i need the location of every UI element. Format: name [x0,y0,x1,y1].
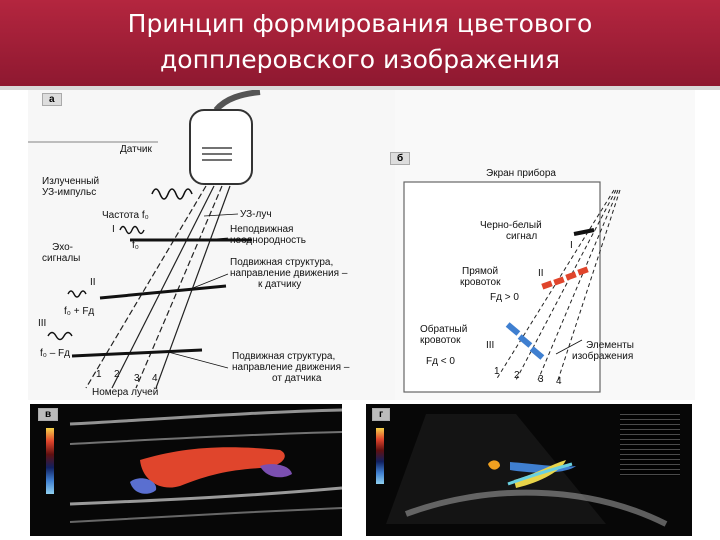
away-flow-seg-2 [517,334,533,348]
label-reverse-2: кровоток [420,335,461,346]
label-static-2: неоднородность [230,235,306,246]
label-b-beam-3: 3 [538,374,544,385]
label-away-3: от датчика [272,373,322,384]
toward-flow-seg-3 [565,271,577,281]
label-away-2: направление движения – [232,362,350,373]
title-line-1: Принцип формирования цветового [127,9,593,38]
moving-structure-toward [99,284,227,300]
beam-line-4 [155,185,231,389]
sensor-cable [213,90,261,113]
moving-structure-away [71,348,203,358]
label-beam-4: 4 [152,373,158,384]
label-emitted-2: УЗ-импульс [42,187,97,198]
label-b-beam-4: 4 [556,376,562,387]
toward-flow-seg-1 [541,280,553,290]
vessel-orange-flow [488,460,500,470]
label-b-roman-1: I [570,240,573,251]
label-beam-1: 1 [96,369,102,380]
label-fd-negative: Fд < 0 [426,356,455,367]
label-f0-plus: f₀ + Fд [64,306,95,317]
label-direct-1: Прямой [462,266,499,277]
vessel-blue-flow-d [510,462,576,473]
label-beam-numbers: Номера лучей [92,387,159,398]
color-scale-bar [46,428,54,494]
label-beam-2: 2 [114,369,120,380]
vessel-purple-flow [260,464,292,478]
label-f0-minus: f₀ – Fд [40,348,70,359]
label-emitted-1: Излученный [42,176,100,187]
label-elements-1: Элементы [586,340,634,351]
label-sensor: Датчик [120,144,152,155]
label-fd-positive: Fд > 0 [490,292,519,303]
label-roman-1: I [112,224,115,235]
label-b-beam-1: 1 [494,366,500,377]
slide-title: Принцип формирования цветового допплеров… [0,6,720,78]
panel-a-tag: а [42,93,62,106]
label-f0: f₀ [132,240,139,251]
label-echo-2: сигналы [42,253,81,264]
label-static-1: Неподвижная [230,224,294,235]
emitted-wave [151,188,193,200]
panel-c-tag: в [38,408,59,421]
label-beam-3: 3 [134,373,140,384]
vessel-blue-flow [130,478,157,494]
label-freq: Частота f₀ [102,210,149,221]
toward-flow-seg-4 [577,266,589,276]
label-reverse-1: Обратный [420,324,468,335]
beam-line-3 [135,185,223,389]
panel-b-drawing [403,181,621,393]
label-us-beam: УЗ-луч [240,209,272,220]
panel-a-drawing [28,90,261,389]
settings-readout [620,410,680,476]
panel-d-vessels [386,414,668,527]
panel-c-vessels [69,408,342,523]
panel-b-tag: б [390,152,411,165]
label-b-beam-2: 2 [514,370,520,381]
away-flow-seg-3 [529,346,545,360]
label-b-roman-3: III [486,340,495,351]
screen-beam-1 [495,189,615,381]
screen-beam-3 [537,189,619,381]
wave-3 [47,331,73,341]
label-screen: Экран прибора [486,168,556,179]
screen-beam-4 [557,189,621,381]
label-echo-1: Эхо- [52,242,73,253]
label-roman-3: III [38,318,47,329]
panel-d-tag: г [372,408,391,421]
label-toward-3: к датчику [258,279,302,290]
label-b-roman-2: II [538,268,544,279]
label-roman-2: II [90,277,96,288]
vessel-cyan-flow [507,462,573,486]
sensor-body [189,109,253,185]
panel-c-ultrasound: в [30,404,342,536]
label-away-1: Подвижная структура, [232,351,336,362]
away-flow-seg-1 [505,322,521,336]
toward-flow-seg-2 [553,276,565,286]
label-elements-2: изображения [572,351,634,362]
panel-d-ultrasound: г [366,404,692,536]
label-toward-2: направление движения – [230,268,348,279]
title-bar [0,0,720,86]
beam-line-1 [85,185,207,389]
vessel-red-flow [140,447,285,488]
title-line-2: допплеровского изображения [159,45,561,74]
color-scale-bar-d [376,428,384,484]
panel-b-frame [403,181,601,393]
title-divider [0,86,720,90]
label-toward-1: Подвижная структура, [230,257,334,268]
label-direct-2: кровоток [460,277,501,288]
label-bw-2: сигнал [506,231,538,242]
label-bw-1: Черно-белый [480,220,542,231]
wave-2 [67,290,87,298]
wave-1 [119,225,145,235]
